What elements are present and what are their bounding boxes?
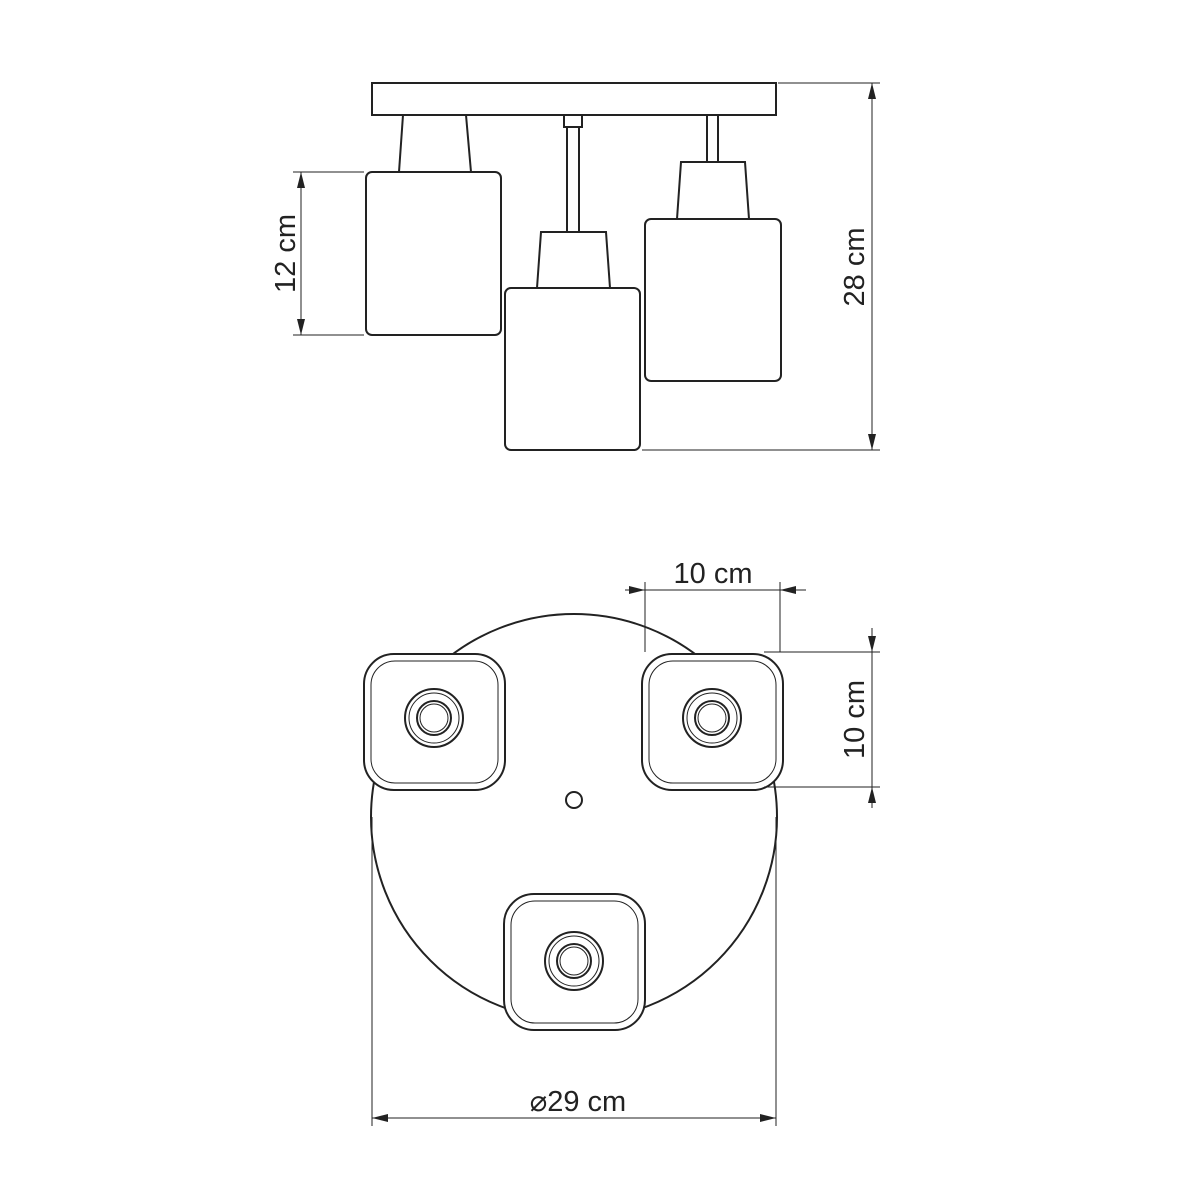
bottom-lamp-head xyxy=(503,893,646,1031)
shade-height-dimension: 12 cm xyxy=(270,171,364,336)
left-lamp-socket xyxy=(397,114,473,173)
head-depth-label: 10 cm xyxy=(839,680,871,759)
top-view: 10 cm 10 cm ⌀29 cm xyxy=(363,558,880,1126)
ceiling-plate xyxy=(371,82,777,116)
middle-lamp xyxy=(504,114,641,451)
top-left-lamp-head xyxy=(363,653,506,791)
center-mount-hole xyxy=(565,791,583,809)
middle-lamp-rod-joint xyxy=(563,114,583,128)
middle-lamp-socket xyxy=(535,231,612,289)
diameter-value: 29 cm xyxy=(547,1086,626,1118)
diameter-symbol: ⌀ xyxy=(530,1084,547,1118)
right-lamp-shade xyxy=(644,218,782,382)
base-diameter-label: ⌀29 cm xyxy=(530,1084,626,1118)
left-lamp-shade xyxy=(365,171,502,336)
middle-lamp-rod xyxy=(566,126,580,233)
head-width-dimension: 10 cm xyxy=(625,558,806,652)
right-lamp-socket xyxy=(675,161,751,220)
right-lamp-rod xyxy=(706,114,719,163)
head-depth-dimension: 10 cm xyxy=(764,628,880,808)
left-lamp xyxy=(365,114,502,336)
top-right-lamp-head xyxy=(641,653,784,791)
head-width-label: 10 cm xyxy=(674,558,753,590)
total-height-dimension: 28 cm xyxy=(642,82,880,451)
right-lamp xyxy=(644,114,782,382)
base-diameter-dimension: ⌀29 cm xyxy=(371,817,777,1126)
shade-height-label: 12 cm xyxy=(270,214,302,293)
side-view: 12 cm 28 cm xyxy=(270,82,880,451)
middle-lamp-shade xyxy=(504,287,641,451)
total-height-label: 28 cm xyxy=(839,228,871,307)
